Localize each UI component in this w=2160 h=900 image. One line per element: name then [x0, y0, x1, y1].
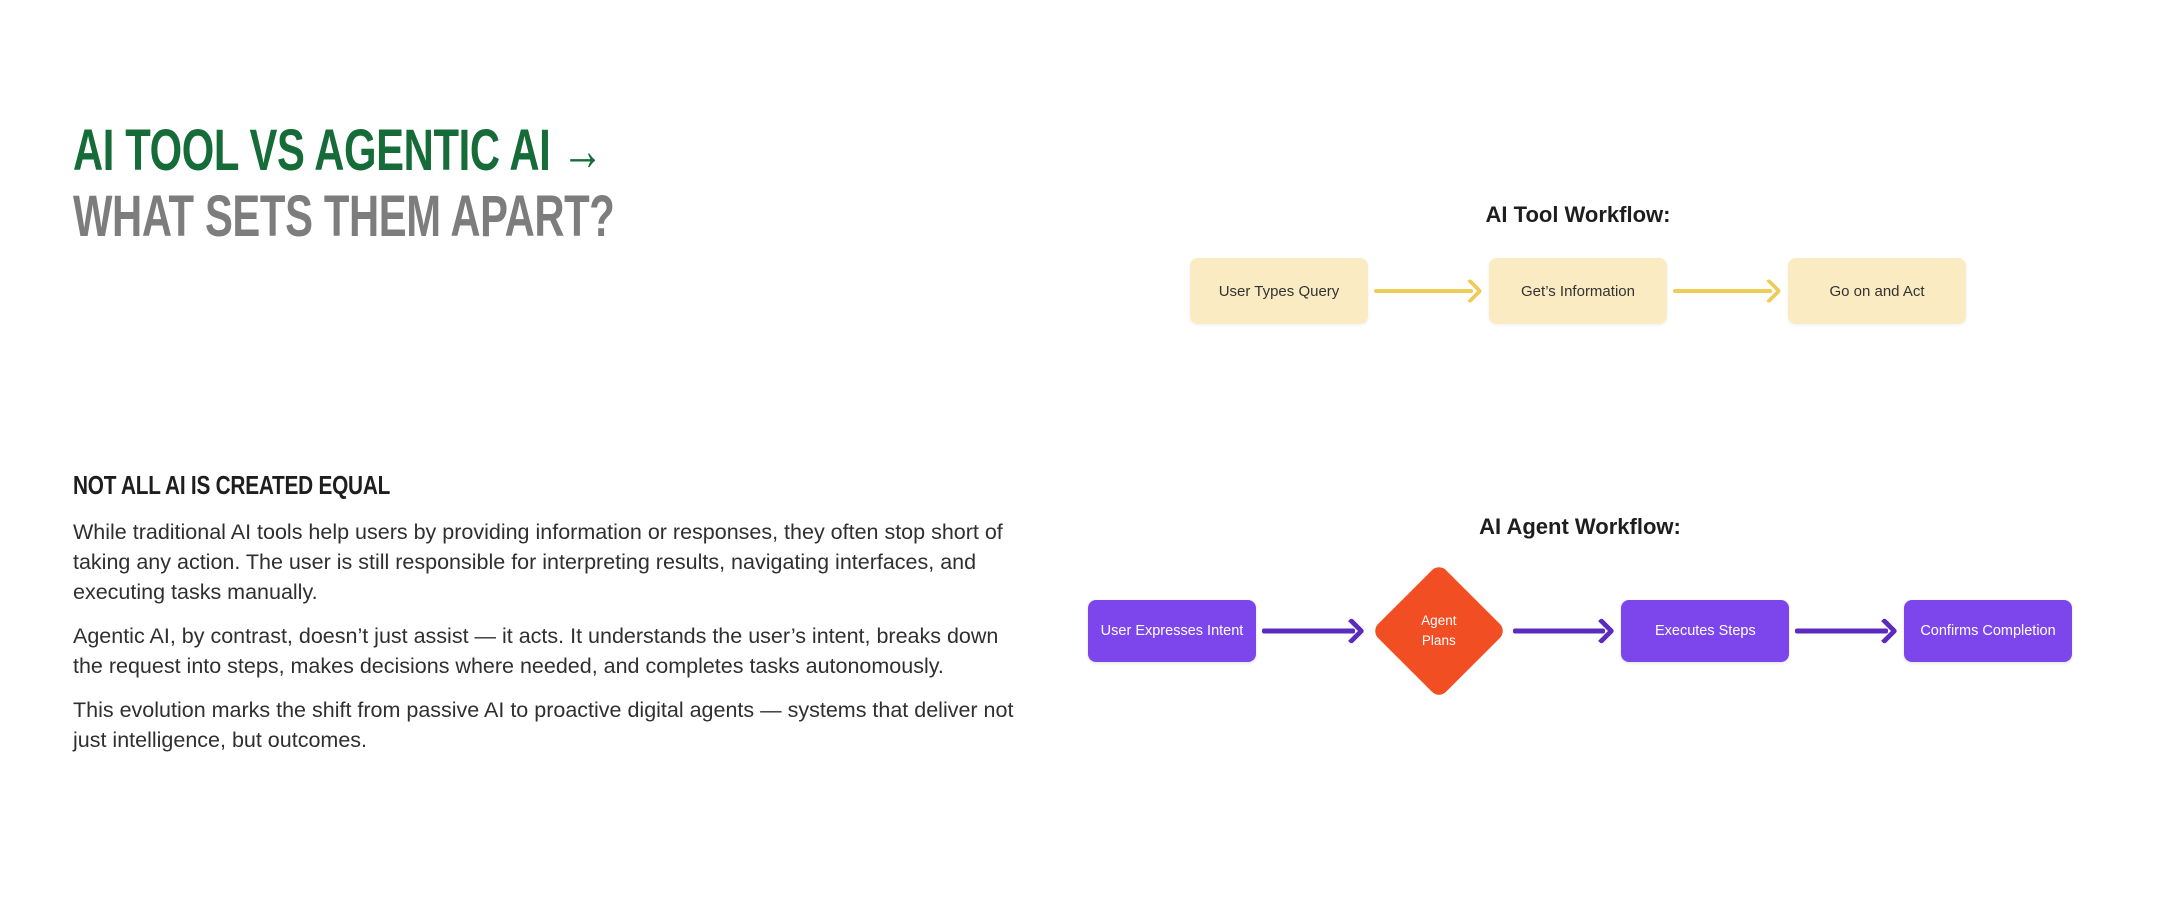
decision-diamond: Agent Plans [1370, 563, 1507, 699]
agent-workflow: AI Agent Workflow: User Expresses Intent… [1088, 514, 2073, 699]
intro-paragraph-1: While traditional AI tools help users by… [73, 520, 1003, 604]
flow-step-go-on-and-act: Go on and Act [1788, 258, 1966, 324]
section-heading: NOT ALL AI IS CREATED EQUAL [73, 470, 391, 500]
diamond-shape: Agent Plans [1370, 563, 1507, 699]
flow-step-agent-plans: Agent Plans [1421, 612, 1457, 648]
agent-workflow-heading: AI Agent Workflow: [1479, 514, 1681, 539]
intro-section: NOT ALL AI IS CREATED EQUAL While tradit… [73, 470, 1025, 769]
flow-step-gets-information: Get’s Information [1489, 258, 1667, 324]
tool-workflow-row: User Types Query Get’s Information Go on… [1190, 258, 1966, 324]
tool-workflow-heading: AI Tool Workflow: [1485, 202, 1671, 227]
arrow-right-icon [1795, 618, 1898, 644]
arrow-right-icon [1374, 278, 1483, 304]
page-subtitle: WHAT SETS THEM APART? [73, 184, 615, 249]
arrow-right-icon [1513, 618, 1616, 644]
agent-workflow-row: User Expresses Intent Agent Plans Execut… [1088, 563, 2073, 699]
arrow-right-icon [1262, 618, 1365, 644]
flow-step-executes-steps: Executes Steps [1621, 600, 1790, 662]
intro-paragraph-2: Agentic AI, by contrast, doesn’t just as… [73, 624, 999, 678]
page-title: AI TOOL VS AGENTIC AI → [73, 118, 604, 183]
flow-step-user-expresses-intent: User Expresses Intent [1088, 600, 1256, 662]
flow-step-confirms-completion: Confirms Completion [1904, 600, 2073, 662]
flow-step-user-types-query: User Types Query [1190, 258, 1368, 324]
arrow-right-icon [1673, 278, 1782, 304]
tool-workflow: AI Tool Workflow: User Types Query Get’s… [1190, 202, 1966, 324]
hero: AI TOOL VS AGENTIC AI → WHAT SETS THEM A… [73, 118, 825, 250]
intro-paragraph-3: This evolution marks the shift from pass… [73, 698, 1014, 752]
